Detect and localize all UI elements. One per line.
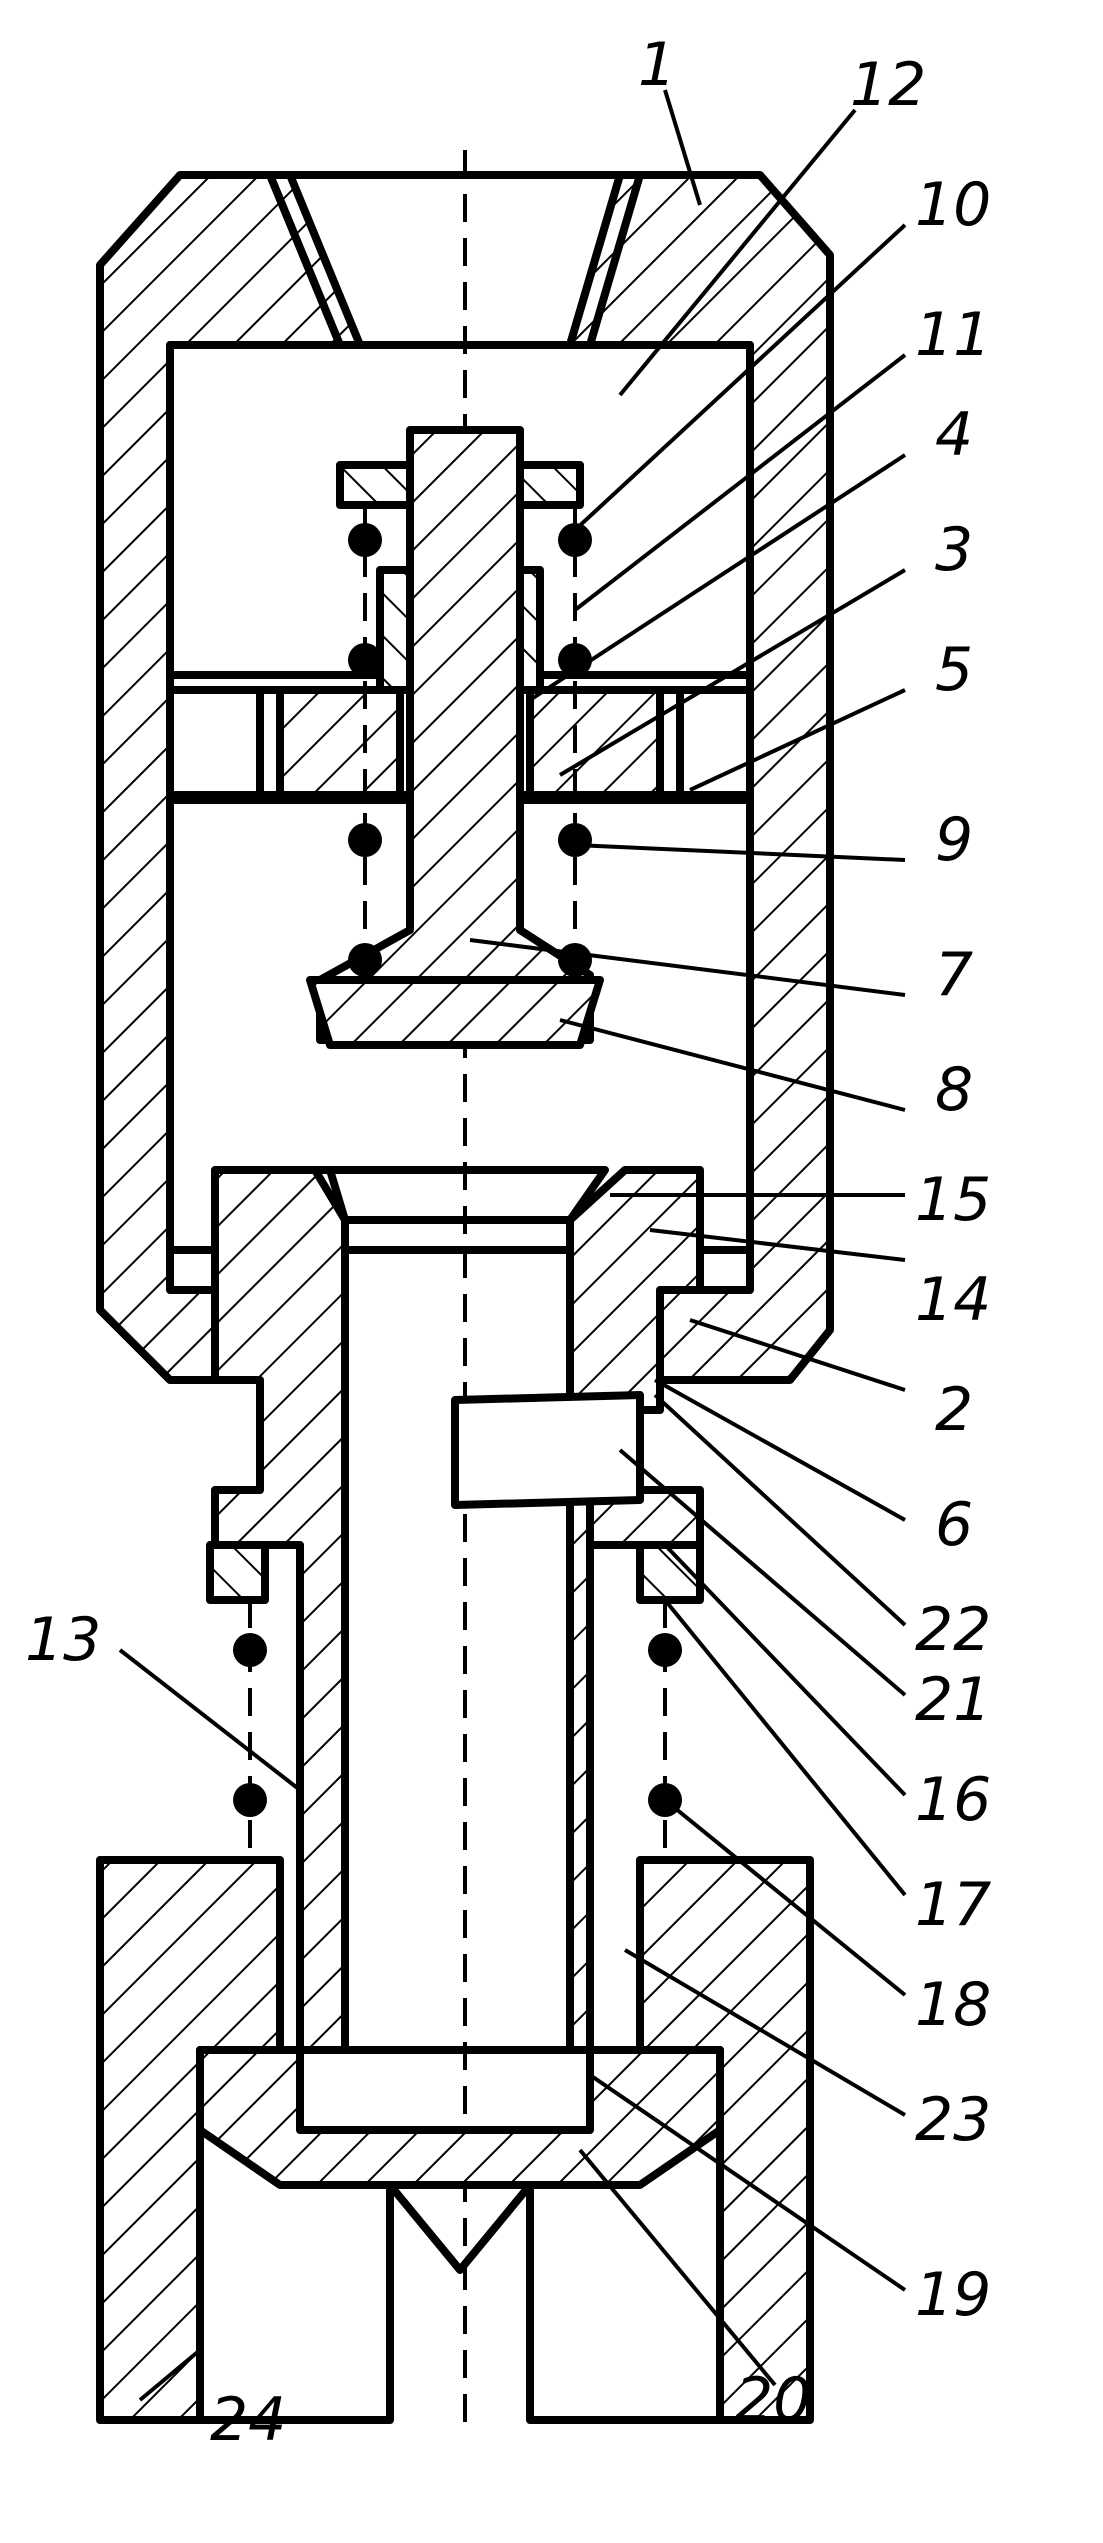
- label-23: 23: [915, 2085, 991, 2155]
- label-15: 15: [915, 1165, 991, 1235]
- label-24: 24: [210, 2385, 286, 2455]
- label-8: 8: [935, 1055, 973, 1125]
- label-20: 20: [735, 2365, 811, 2435]
- label-17: 17: [915, 1870, 991, 1940]
- label-18: 18: [915, 1970, 991, 2040]
- label-16: 16: [915, 1765, 991, 1835]
- label-1: 1: [638, 30, 676, 100]
- label-5: 5: [935, 635, 973, 705]
- label-10: 10: [915, 170, 991, 240]
- label-9: 9: [935, 805, 973, 875]
- lower-sleeve: [215, 1170, 700, 2050]
- label-11: 11: [915, 300, 991, 370]
- label-2: 2: [935, 1375, 973, 1445]
- label-6: 6: [935, 1490, 973, 1560]
- label-21: 21: [915, 1665, 991, 1735]
- label-22: 22: [915, 1595, 991, 1665]
- label-13: 13: [25, 1605, 101, 1675]
- label-4: 4: [935, 400, 973, 470]
- spring-lower: [210, 1545, 700, 1860]
- label-3: 3: [935, 515, 973, 585]
- base-body: [100, 1860, 810, 2420]
- label-14: 14: [915, 1265, 991, 1335]
- label-12: 12: [850, 50, 926, 120]
- label-7: 7: [935, 940, 973, 1010]
- label-19: 19: [915, 2260, 991, 2330]
